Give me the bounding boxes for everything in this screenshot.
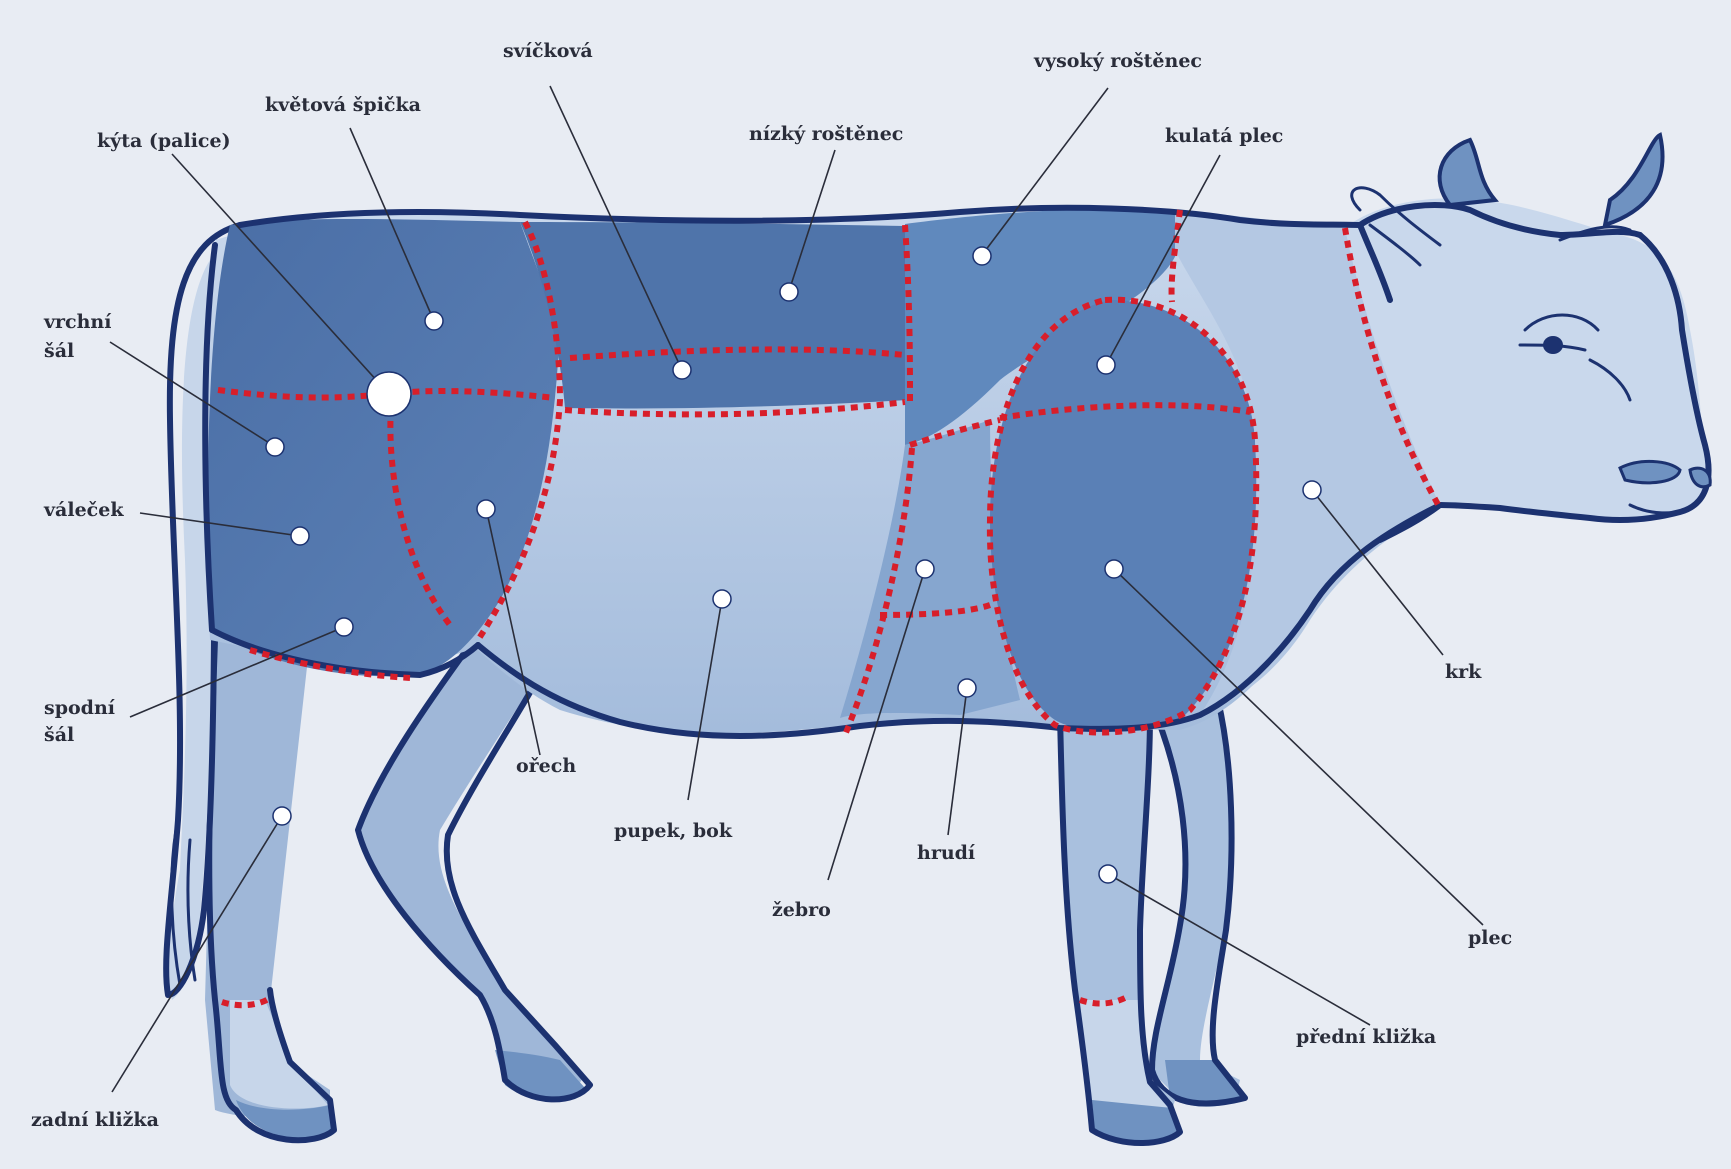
marker-kulata — [1097, 356, 1115, 374]
marker-valecek — [291, 527, 309, 545]
marker-vysoky — [973, 247, 991, 265]
marker-hrudi — [958, 679, 976, 697]
marker-pupek — [713, 590, 731, 608]
label-orech: ořech — [516, 755, 576, 777]
label-vysoky: vysoký roštěnec — [1033, 50, 1202, 72]
label-nizky: nízký roštěnec — [749, 123, 903, 145]
front-leg-back — [1150, 700, 1245, 1107]
label-kyta: kýta (palice) — [97, 130, 231, 152]
label-zadni: zadní kližka — [31, 1109, 159, 1131]
label-pupek: pupek, bok — [614, 820, 733, 842]
label-valecek: váleček — [43, 499, 124, 521]
label-zebro: žebro — [772, 899, 831, 921]
marker-svickova — [673, 361, 691, 379]
marker-zebro — [916, 560, 934, 578]
marker-kvetova — [425, 312, 443, 330]
label-spodni-line1: spodní — [44, 697, 116, 719]
label-predni: přední kližka — [1296, 1026, 1436, 1048]
label-vrchni-line1: vrchní — [43, 311, 112, 333]
label-kvetova: květová špička — [265, 94, 421, 116]
label-svickova: svíčková — [503, 40, 593, 62]
region-loin — [520, 222, 908, 408]
marker-orech — [477, 500, 495, 518]
marker-krk — [1303, 481, 1321, 499]
marker-nizky — [780, 283, 798, 301]
hind-leg-front — [358, 645, 590, 1100]
label-hrudi: hrudí — [917, 842, 976, 864]
marker-predni — [1099, 865, 1117, 883]
label-plec: plec — [1468, 927, 1512, 949]
marker-zadni — [273, 807, 291, 825]
marker-kyta — [367, 372, 411, 416]
marker-spodni — [335, 618, 353, 636]
label-spodni-line2: šál — [44, 724, 74, 746]
marker-vrchni — [266, 438, 284, 456]
label-vrchni-line2: šál — [44, 340, 74, 362]
label-krk: krk — [1445, 661, 1482, 683]
hind-leg-back — [205, 640, 334, 1140]
marker-plec — [1105, 560, 1123, 578]
label-kulata: kulatá plec — [1165, 125, 1283, 147]
